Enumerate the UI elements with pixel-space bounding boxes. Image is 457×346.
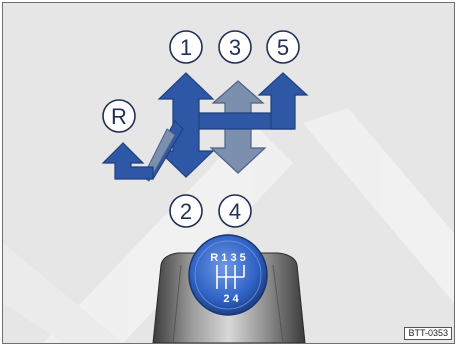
gear-4-text: 4 (229, 199, 241, 224)
knob-top-label: R 1 3 5 (210, 252, 245, 264)
gearshift-diagram: 1 3 5 R 2 4 R 1 3 5 2 4 BTT-0353 (2, 2, 455, 344)
gear-2-text: 2 (180, 199, 192, 224)
gear-knob (188, 234, 268, 316)
gear-label-4: 4 (218, 194, 252, 228)
gate-1-2-arrow (157, 72, 215, 178)
gear-lever: R 1 3 5 2 4 (152, 234, 306, 343)
knob-shift-pattern-icon (216, 265, 245, 289)
gear-label-1: 1 (169, 30, 203, 64)
gear-5-text: 5 (277, 35, 289, 60)
gear-1-text: 1 (180, 35, 192, 60)
gear-label-3: 3 (218, 30, 252, 64)
gear-3-text: 3 (229, 35, 241, 60)
reverse-arrow (101, 142, 154, 180)
gate-5-arrow (257, 72, 309, 130)
shift-pattern (101, 72, 309, 182)
gear-r-text: R (111, 104, 127, 129)
diagram-canvas: 1 3 5 R 2 4 R 1 3 5 2 4 (3, 30, 454, 343)
figure-reference-code: BTT-0353 (404, 327, 452, 340)
gear-label-2: 2 (169, 194, 203, 228)
background-watermark (3, 108, 454, 343)
knob-bottom-label: 2 4 (223, 293, 239, 305)
gear-label-reverse: R (102, 99, 136, 133)
gear-label-5: 5 (266, 30, 300, 64)
